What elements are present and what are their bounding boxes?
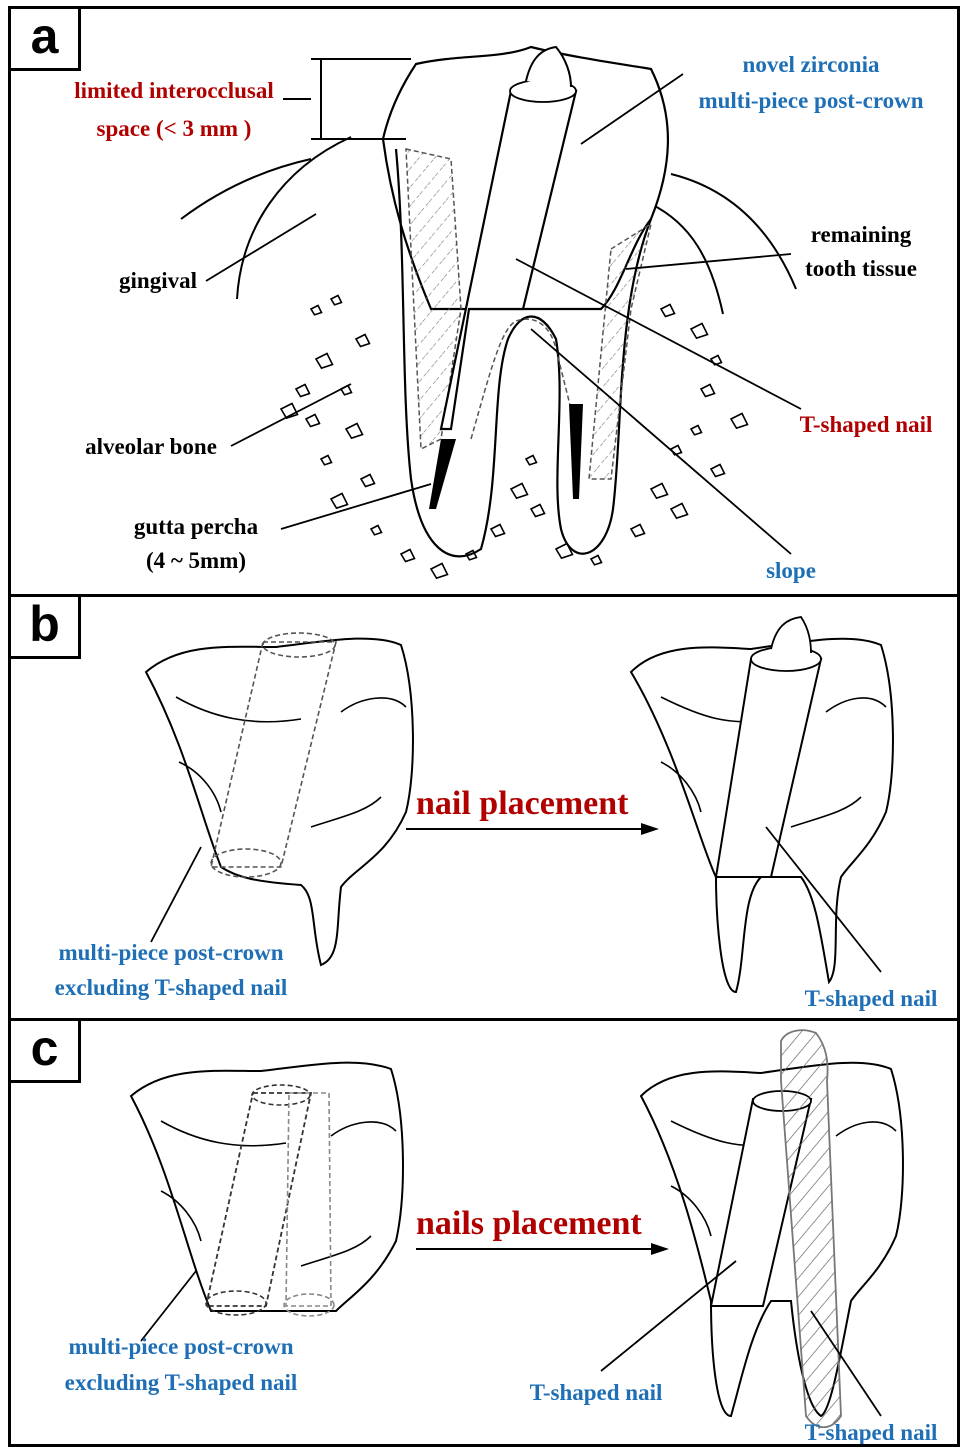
label-b-left-1: multi-piece post-crown <box>11 937 331 968</box>
label-remaining-2: tooth tissue <box>781 253 941 284</box>
bone-fragment <box>346 424 363 439</box>
label-remaining-1: remaining <box>781 219 941 250</box>
left-crown-outline-c <box>131 1063 403 1311</box>
bone-fragment <box>701 385 715 397</box>
label-zirconia-1: novel zirconia <box>661 49 960 80</box>
label-b-right: T-shaped nail <box>781 983 960 1014</box>
left-crown-outline <box>146 639 413 965</box>
panel-b-tag: b <box>11 597 81 659</box>
bone-fragments <box>281 296 748 579</box>
label-c-left-1: multi-piece post-crown <box>21 1331 341 1362</box>
label-alveolar: alveolar bone <box>61 431 241 462</box>
panel-a-tag: a <box>11 9 81 71</box>
label-gutta-1: gutta percha <box>106 511 286 542</box>
bone-fragment <box>331 494 348 509</box>
gingiva-left-outer <box>181 159 311 219</box>
bone-fragment <box>311 306 322 315</box>
bone-fragment <box>491 525 505 537</box>
bone-fragment <box>331 296 342 305</box>
bone-fragment <box>306 415 320 427</box>
panel-a: a <box>8 6 960 598</box>
leader-slope <box>531 329 791 554</box>
bone-fragment <box>316 354 333 369</box>
arrow-b-head <box>641 823 659 835</box>
bone-fragment <box>431 564 448 579</box>
label-c-right-1: T-shaped nail <box>506 1377 686 1408</box>
label-gingival: gingival <box>103 265 213 296</box>
label-tnail-a: T-shaped nail <box>776 409 956 440</box>
arrow-label-c: nails placement <box>416 1205 642 1243</box>
bone-fragment <box>321 456 332 465</box>
gingiva-left <box>237 137 351 299</box>
leader-alveolar <box>231 384 351 446</box>
bone-fragment <box>691 426 702 435</box>
label-gutta-2: (4 ~ 5mm) <box>106 545 286 576</box>
bone-fragment <box>556 544 573 559</box>
bone-fragment <box>651 484 668 499</box>
panel-c-tag: c <box>11 1021 81 1083</box>
label-c-right-2: T-shaped nail <box>781 1417 960 1447</box>
label-interocclusal-1: limited interocclusal <box>39 75 309 106</box>
bone-fragment <box>511 484 528 499</box>
bone-fragment <box>691 324 708 339</box>
leader-b-left <box>151 847 201 942</box>
bone-fragment <box>671 446 682 455</box>
bone-fragment <box>526 456 537 465</box>
leader-gutta <box>281 484 431 529</box>
bone-fragment <box>731 414 748 429</box>
bone-fragment <box>356 335 370 347</box>
label-interocclusal-2: space (< 3 mm ) <box>39 113 309 144</box>
bone-fragment <box>401 550 415 562</box>
panel-b: b nail placement multi-piece post-crown … <box>8 594 960 1022</box>
right-nail-tip <box>771 617 811 653</box>
label-slope: slope <box>746 555 836 586</box>
leader-gingival <box>206 214 316 281</box>
label-c-left-2: excluding T-shaped nail <box>21 1367 341 1398</box>
gingiva-right-outer <box>671 174 796 289</box>
bone-fragment <box>531 505 545 517</box>
bone-fragment <box>371 526 382 535</box>
bone-fragment <box>631 525 645 537</box>
bone-fragment <box>361 475 375 487</box>
arrow-label-b: nail placement <box>416 785 628 823</box>
label-zirconia-2: multi-piece post-crown <box>661 85 960 116</box>
bone-fragment <box>661 305 675 317</box>
bone-fragment <box>711 465 725 477</box>
panel-c: c <box>8 1018 960 1447</box>
bone-fragment <box>591 556 602 565</box>
bone-fragment <box>296 385 310 397</box>
gingiva-right <box>651 204 723 314</box>
gutta-percha-right <box>569 404 583 499</box>
arrow-c-head <box>651 1243 669 1255</box>
label-b-left-2: excluding T-shaped nail <box>11 972 331 1003</box>
bone-fragment <box>671 504 688 519</box>
gutta-percha-left <box>429 439 456 509</box>
